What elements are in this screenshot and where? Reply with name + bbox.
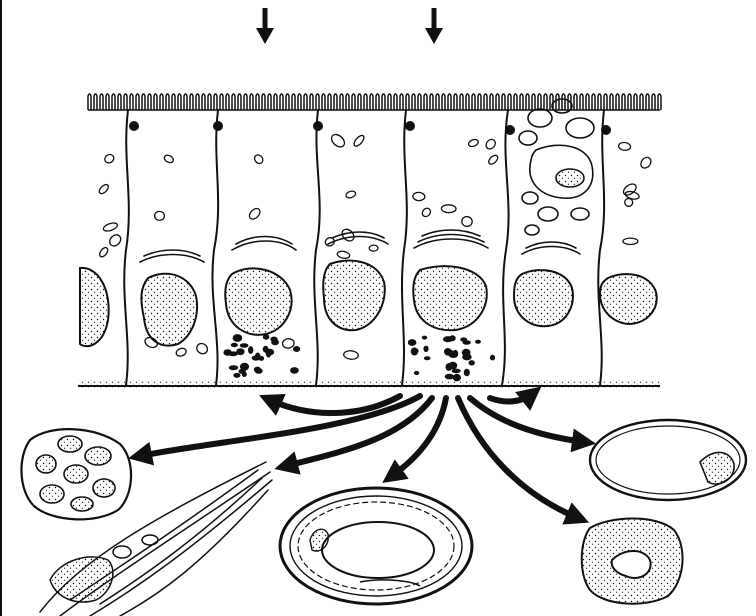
microvilli-brush-border — [88, 94, 661, 110]
vacuoles — [519, 99, 594, 235]
granule — [266, 350, 271, 358]
nucleus-1 — [141, 274, 197, 346]
mitochondrion — [98, 246, 109, 258]
arrow-to-blood-vessel-right — [470, 398, 584, 442]
mitochondrion — [345, 190, 356, 199]
granule — [255, 368, 263, 374]
mitochondrion — [195, 341, 210, 355]
nucleus-5 — [514, 270, 573, 326]
mitochondrion — [343, 350, 358, 360]
mitochondrion — [102, 221, 118, 232]
granule — [449, 351, 458, 358]
granule — [233, 334, 243, 342]
mitochondrion — [487, 154, 499, 166]
granule — [475, 340, 481, 344]
nucleus-3 — [323, 261, 385, 331]
arrow-to-leukocyte — [458, 398, 578, 518]
granule — [445, 374, 454, 380]
mitochondrion — [413, 192, 425, 201]
capillary-cross-section — [280, 488, 472, 604]
granule — [464, 369, 470, 376]
mitochondrion — [461, 216, 473, 228]
mitochondrion — [352, 134, 365, 148]
granule — [424, 356, 431, 360]
mitochondrion — [98, 183, 110, 195]
granule — [236, 348, 244, 355]
granule — [223, 349, 231, 356]
nucleus-partial-left — [80, 268, 109, 346]
mitochondrion — [107, 233, 122, 249]
granule — [462, 349, 471, 356]
granule — [490, 355, 495, 361]
blood-vessel-right — [590, 420, 746, 500]
mitochondrion — [621, 182, 638, 197]
granule — [448, 362, 457, 370]
golgi-apparatus — [140, 230, 580, 262]
granule — [408, 339, 417, 346]
granule — [242, 372, 247, 377]
granule — [469, 360, 475, 365]
granule — [443, 336, 453, 342]
granule — [414, 371, 419, 375]
incoming-arrow-left — [256, 8, 274, 44]
mitochondrion — [441, 205, 456, 213]
granule — [263, 334, 270, 339]
granule — [271, 339, 279, 345]
mitochondrion — [618, 142, 631, 151]
granule — [293, 346, 300, 352]
mitochondrion — [163, 154, 175, 164]
mitochondrion — [484, 138, 497, 151]
granule — [463, 340, 471, 345]
basement-membrane — [78, 380, 660, 388]
secretory-granules — [223, 334, 495, 381]
microvillus — [88, 94, 661, 110]
nucleus-4 — [413, 266, 487, 330]
mitochondrion — [340, 227, 356, 243]
granule — [240, 343, 249, 348]
cell-nuclei — [80, 261, 657, 347]
mitochondrion — [369, 245, 378, 251]
granule — [248, 346, 253, 354]
granule — [252, 355, 260, 360]
granule — [231, 343, 238, 347]
mitochondrion — [155, 211, 165, 220]
mitochondrion — [623, 238, 638, 244]
mitochondrion — [282, 338, 295, 349]
granule — [453, 374, 461, 381]
granule — [233, 373, 240, 378]
arrow-to-neighbor-cell — [490, 394, 532, 401]
cell-membranes — [124, 110, 604, 385]
granule — [290, 367, 299, 374]
granule — [229, 365, 238, 370]
mitochondrion — [337, 250, 351, 259]
mitochondrion — [639, 155, 653, 170]
granule — [422, 336, 427, 340]
mitochondrion — [253, 153, 265, 165]
incoming-arrow-right — [425, 8, 443, 44]
granule — [411, 348, 418, 356]
tight-junctions — [129, 121, 611, 135]
mitochondrion — [175, 347, 187, 358]
mitochondrion — [247, 207, 262, 222]
mitochondrion — [103, 153, 115, 165]
nucleus-2 — [225, 268, 291, 334]
leukocyte — [582, 519, 683, 604]
cell-cluster — [21, 429, 131, 519]
mitochondrion — [421, 207, 433, 219]
mitochondrion — [468, 138, 480, 148]
mitochondrion — [329, 132, 347, 149]
granule — [423, 346, 428, 352]
nucleus-6 — [600, 274, 657, 324]
granule — [240, 363, 249, 371]
